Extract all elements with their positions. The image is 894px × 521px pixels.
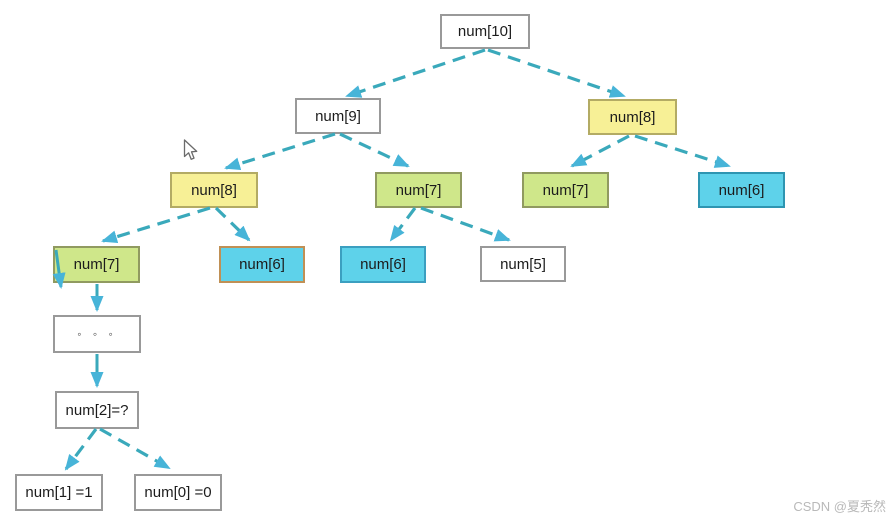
tree-node-num2: num[2]=? — [55, 391, 139, 429]
mouse-cursor-icon — [183, 139, 198, 160]
tree-node-num6-r: num[6] — [698, 172, 785, 208]
tree-node-num6-b: num[6] — [340, 246, 426, 283]
tree-node-num8-l: num[8] — [170, 172, 258, 208]
watermark-text: CSDN @夏秃然 — [793, 499, 886, 514]
tree-node-num6-a: num[6] — [219, 246, 305, 283]
tree-node-num7-l: num[7] — [53, 246, 140, 283]
tree-edge-num2-to-num0 — [99, 427, 171, 470]
tree-node-num10: num[10] — [440, 14, 530, 49]
tree-node-num0: num[0] =0 — [134, 474, 222, 511]
tree-node-num9: num[9] — [295, 98, 381, 134]
tree-edge-num2-to-num1 — [64, 428, 98, 471]
tree-edge-num10-to-num8-r — [487, 48, 626, 98]
tree-node-num7-r: num[7] — [522, 172, 609, 208]
tree-edge-num8-r-to-num6-r — [634, 134, 731, 168]
tree-node-ellipsis: ◦ ◦ ◦ — [53, 315, 141, 353]
tree-edge-num8-r-to-num7-r — [570, 134, 630, 168]
tree-node-num8-r: num[8] — [588, 99, 677, 135]
tree-edge-num7-m-to-num5 — [420, 206, 511, 242]
tree-edge-num8-l-to-num6-a — [214, 206, 251, 242]
tree-node-num7-m: num[7] — [375, 172, 462, 208]
tree-node-num1: num[1] =1 — [15, 474, 103, 511]
tree-edge-num10-to-num9 — [345, 48, 486, 98]
tree-edge-num9-to-num7-m — [339, 132, 410, 168]
tree-edge-num7-m-to-num6-b — [389, 207, 417, 242]
tree-edge-num8-l-to-num7-l — [101, 206, 211, 244]
tree-node-num5: num[5] — [480, 246, 566, 282]
tree-edge-num9-to-num8-l — [224, 132, 336, 171]
